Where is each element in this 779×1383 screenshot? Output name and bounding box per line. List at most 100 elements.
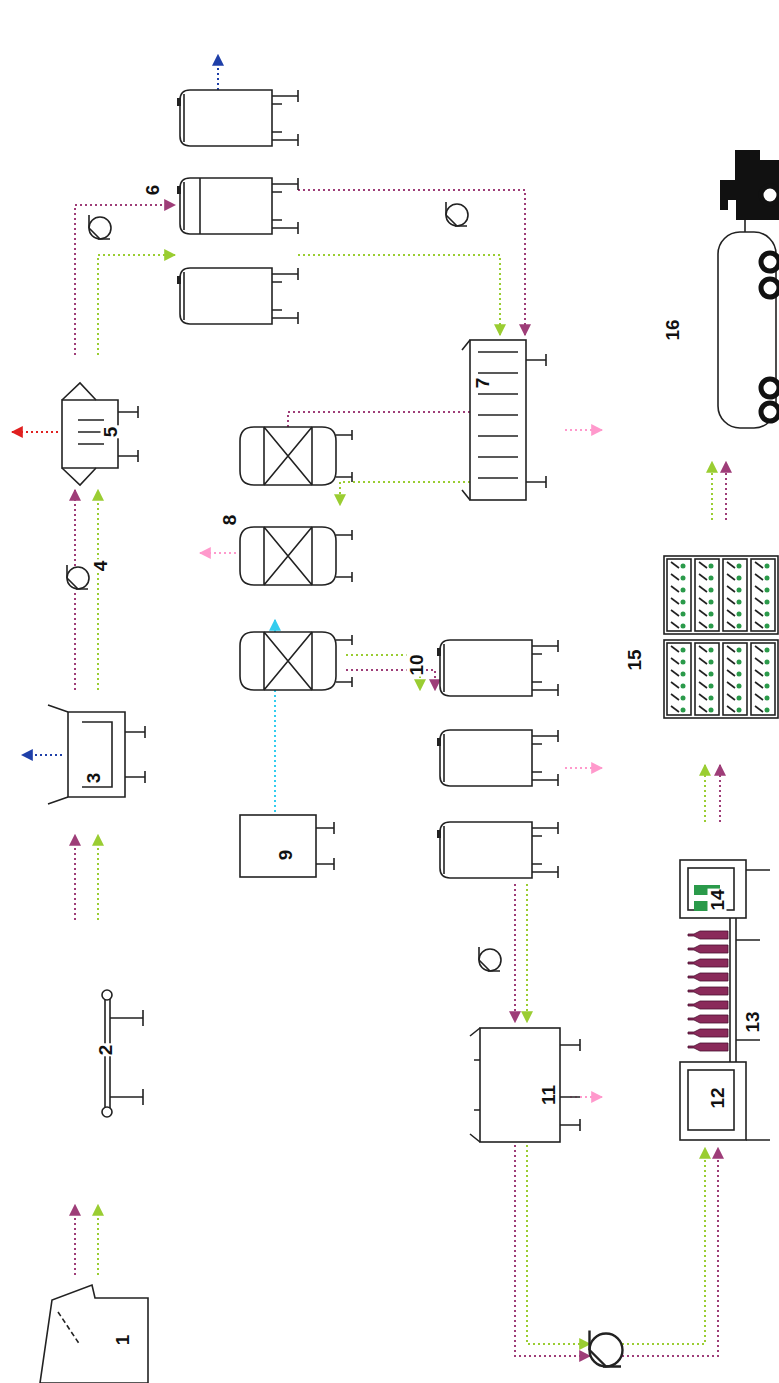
pallet-storage: [727, 610, 735, 616]
must-wine-flow: [298, 255, 500, 335]
destemmer-crusher: [48, 705, 145, 804]
press: [118, 406, 138, 462]
bottling-line: [688, 1001, 728, 1009]
pallet-storage: [709, 708, 714, 713]
tanker-truck: [720, 150, 779, 220]
pallet-storage: [737, 624, 742, 629]
press: [62, 383, 96, 485]
pallet-storage: [737, 672, 742, 677]
fermentation-tank: [199, 178, 201, 234]
must-wine-flow: [98, 255, 175, 355]
pallet-storage: [709, 696, 714, 701]
callout-number: 6: [143, 184, 162, 197]
pallet-storage: [664, 640, 778, 718]
pallet-storage: [664, 556, 778, 634]
pallet-storage: [681, 588, 686, 593]
pallet-storage: [699, 622, 707, 628]
must-wine-flow: [622, 1148, 718, 1356]
destemmer-crusher: [125, 726, 145, 783]
pallet-storage: [681, 708, 686, 713]
pallet-storage: [755, 670, 763, 676]
filter-vessel: [240, 427, 352, 690]
pallet-storage: [709, 624, 714, 629]
tanker-truck: [761, 379, 779, 397]
callout-number: 11: [539, 1084, 558, 1106]
must-wine-flow: [74, 490, 76, 690]
additive-tank: [240, 815, 316, 877]
pallet-storage: [667, 559, 775, 715]
filter-press: [470, 340, 526, 500]
pallet-storage: [699, 562, 707, 568]
must-wine-flow: [12, 431, 58, 433]
must-wine-flow: [12, 55, 726, 1356]
must-wine-flow: [514, 884, 516, 1022]
pallet-storage: [671, 610, 679, 616]
filter-press: [478, 393, 518, 395]
pallet-storage: [765, 648, 770, 653]
pallet-storage: [727, 670, 735, 676]
pallet-storage: [737, 696, 742, 701]
bottling-line: [688, 885, 728, 1051]
tanker-truck: [718, 150, 779, 428]
reception-hopper: [40, 1285, 148, 1383]
pallet-storage: [671, 562, 679, 568]
pallet-storage: [737, 660, 742, 665]
must-wine-flow: [527, 1145, 590, 1344]
callout-number: 16: [663, 318, 682, 341]
filter-press: [462, 340, 546, 500]
pallet-storage: [681, 696, 686, 701]
filter-press: [526, 354, 546, 488]
pallet-storage: [681, 648, 686, 653]
pallet-storage: [755, 706, 763, 712]
must-wine-flow: [526, 884, 528, 1022]
pump: [590, 1331, 623, 1367]
bottling-line: [688, 987, 728, 995]
callout-number: 10: [407, 653, 426, 676]
pallet-storage: [671, 598, 679, 604]
pallet-storage: [765, 696, 770, 701]
pallet-storage: [671, 682, 679, 688]
pallet-storage: [671, 658, 679, 664]
pallet-storage: [727, 622, 735, 628]
pallet-storage: [671, 586, 679, 592]
bottling-line: [688, 959, 728, 967]
pallet-storage: [755, 622, 763, 628]
must-wine-flow: [74, 835, 76, 920]
storage-tank: [437, 730, 558, 786]
callout-number: 14: [708, 888, 727, 911]
pallet-storage: [765, 708, 770, 713]
conveyor: [102, 1107, 112, 1117]
pallet-storage: [699, 658, 707, 664]
pallet-storage: [709, 588, 714, 593]
filter: [480, 1028, 560, 1142]
must-wine-flow: [200, 552, 236, 554]
pallet-storage: [681, 672, 686, 677]
pallet-storage: [709, 660, 714, 665]
must-wine-flow: [74, 1205, 76, 1275]
pallet-storage: [765, 564, 770, 569]
pallet-storage: [727, 598, 735, 604]
must-wine-flow: [97, 1205, 99, 1275]
bottling-line: [688, 1043, 728, 1051]
pallet-storage: [737, 648, 742, 653]
must-wine-flow: [515, 1145, 590, 1356]
pallet-storage: [699, 706, 707, 712]
pallet-storage: [671, 670, 679, 676]
pallet-storage: [727, 574, 735, 580]
pallet-storage: [751, 643, 775, 715]
pallet-storage: [727, 694, 735, 700]
fermentation-tank: [177, 178, 298, 234]
pallet-storage: [667, 559, 691, 631]
bottling-line: [688, 1015, 728, 1023]
pallet-storage: [709, 612, 714, 617]
callout-number: 1: [113, 1334, 132, 1347]
filter-press: [478, 435, 518, 437]
pallet-storage: [755, 682, 763, 688]
tanker-truck: [761, 279, 779, 297]
pump: [67, 565, 89, 589]
pallet-storage: [681, 600, 686, 605]
additive-tank: [316, 822, 334, 870]
pallet-storage: [765, 600, 770, 605]
reception-hopper: [40, 1285, 148, 1383]
pallet-storage: [737, 564, 742, 569]
